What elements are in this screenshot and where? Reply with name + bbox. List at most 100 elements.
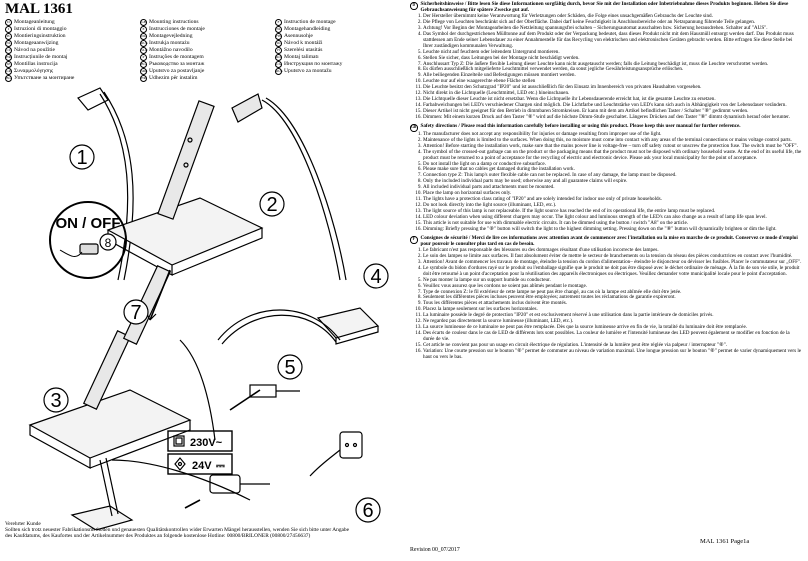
safety-item: Placez la lampe seulement sur les surfac… [423, 306, 802, 313]
pole-6 [99, 459, 113, 517]
safety-item: Le symbole du bidon d'ordures rayé sur l… [423, 265, 802, 278]
voltage-24-dc-symbol: ⎓ [216, 460, 225, 472]
step-3-label: 3 [50, 390, 61, 412]
language-label: Instruction de montage [284, 19, 336, 26]
base-2 [106, 197, 264, 266]
safety-item: La luminaire possède le degré de protect… [423, 312, 802, 319]
language-label: Návod na použitie [14, 47, 56, 54]
safety-item: Maintenance of the lights is limited to … [423, 137, 802, 144]
safety-item: Farbabweichungen bei LED's verschiedener… [423, 102, 802, 109]
language-code-badge: NL [275, 26, 282, 33]
safety-item: Das Symbol der durchgestrichenen Müllton… [423, 31, 802, 50]
safety-item: La source lumineuse de ce luminaire ne p… [423, 324, 802, 331]
step-6-label: 6 [362, 500, 373, 522]
language-code-badge: FIN [275, 33, 282, 40]
section-language-badge: D [410, 2, 418, 10]
footer-line: des Kaufdatums, des Kaufortes und der Ar… [5, 533, 311, 540]
safety-item: The lights have a protection class ratin… [423, 196, 802, 203]
language-label: Инструкция по монтажу [284, 61, 343, 68]
language-code-badge: BG [140, 61, 147, 68]
language-code-badge: PL [5, 33, 12, 40]
language-code-badge: E [140, 26, 147, 33]
language-code-badge: DK [140, 33, 147, 40]
pole-4 [82, 329, 132, 411]
language-label: Упътстване за монтиране [14, 75, 75, 82]
safety-item: Stellen Sie sicher, dass Leitungen bei d… [423, 55, 802, 62]
safety-item: Anschlussart Typ Z: Die äußere flexible … [423, 61, 802, 68]
lamp-arc-5 [217, 309, 341, 341]
safety-item: The manufacturer does not accept any res… [423, 131, 802, 138]
safety-item: Achtung! Vor Beginn der Montagearbeiten … [423, 25, 802, 32]
section-language-badge: F [410, 236, 418, 244]
safety-item: Seulement les différentes pièces incluse… [423, 295, 802, 301]
safety-item: Nicht direkt in die Lichtquelle (Leuchtm… [423, 90, 802, 97]
safety-item: Es dürfen ausschließlich mitgelieferte L… [423, 67, 802, 73]
language-code-badge: SLO [140, 47, 148, 54]
section-item-list: Der Hersteller übernimmt keine Verantwor… [410, 13, 802, 121]
safety-item: Connection type Z: This lamp's outer fle… [423, 172, 802, 179]
language-code-badge: GB [140, 19, 147, 26]
pole-2 [157, 100, 215, 220]
safety-item: Der Hersteller übernimmt keine Verantwor… [423, 13, 802, 20]
revision-label: Revision 00_07/2017 [410, 547, 460, 553]
safety-item: All included individual parts and attach… [423, 184, 802, 191]
language-label: Instrucțiunile de montaj [14, 54, 68, 61]
safety-item: Die Pflege von Leuchten beschränkt sich … [423, 19, 802, 26]
safety-item: Do not look directly into the light sour… [423, 202, 802, 209]
language-code-badge: SK [275, 40, 282, 47]
language-code-badge: RUS [140, 40, 148, 47]
switch-callout [49, 201, 127, 279]
section-language-badge: GB [410, 124, 418, 132]
switch-label: ON / OFF [56, 215, 121, 232]
safety-item: Des écarts de couleur dans le cas de LED… [423, 330, 802, 343]
language-label: Συναρμολόγησης [14, 68, 54, 75]
step-2-label: 2 [266, 194, 277, 216]
language-label: Návod k montáži [284, 40, 323, 47]
section-heading-text: Consignes de sécurité / Merci de lire ce… [420, 234, 798, 247]
language-label: Uputstvo za postavljanje [149, 68, 205, 75]
safety-item: Veuillez vous assurez que les cordons ne… [423, 283, 802, 290]
language-label: Uputstvo za montažu [284, 68, 332, 75]
section-item-list: Le fabricant n'est pas responsable des b… [410, 247, 802, 361]
voltage-230-label: 230V~ [190, 437, 223, 449]
language-label: Montillas instrucija [14, 61, 58, 68]
language-label: Instrukja montażu [149, 40, 190, 47]
page-label: MAL 1361 Page1a [700, 538, 750, 545]
step-1-label: 1 [76, 147, 87, 169]
step-8-label: 8 [105, 236, 112, 250]
safety-item: Leuchte nicht auf feuchtem oder leitende… [423, 49, 802, 56]
language-code-badge: SRB [140, 68, 148, 75]
safety-item: Die Lichtquelle dieser Leuchte ist nicht… [423, 96, 802, 103]
document-title: MAL 1361 [5, 1, 73, 17]
language-label: Montieringsinstruktion [14, 33, 66, 40]
language-label: Udhezim për instalim [149, 75, 198, 82]
safety-item: This article is not suitable for use wit… [423, 220, 802, 227]
safety-item: Do not install the light on a damp or co… [423, 161, 802, 168]
safety-item: Dimmen: Mit einem kurzen Druck auf den T… [423, 114, 802, 121]
safety-item: Attention! Avant de commencer les travau… [423, 259, 802, 266]
language-label: Montaj talimatı [284, 54, 319, 61]
language-code-badge: F [275, 19, 282, 26]
language-label: Istruzioni di montaggio [14, 26, 67, 33]
language-label: Mounting instructions [149, 19, 199, 26]
safety-item: Ne pas monter la lampe sur un support hu… [423, 277, 802, 284]
language-label: Szerelési utasítás [284, 47, 323, 54]
